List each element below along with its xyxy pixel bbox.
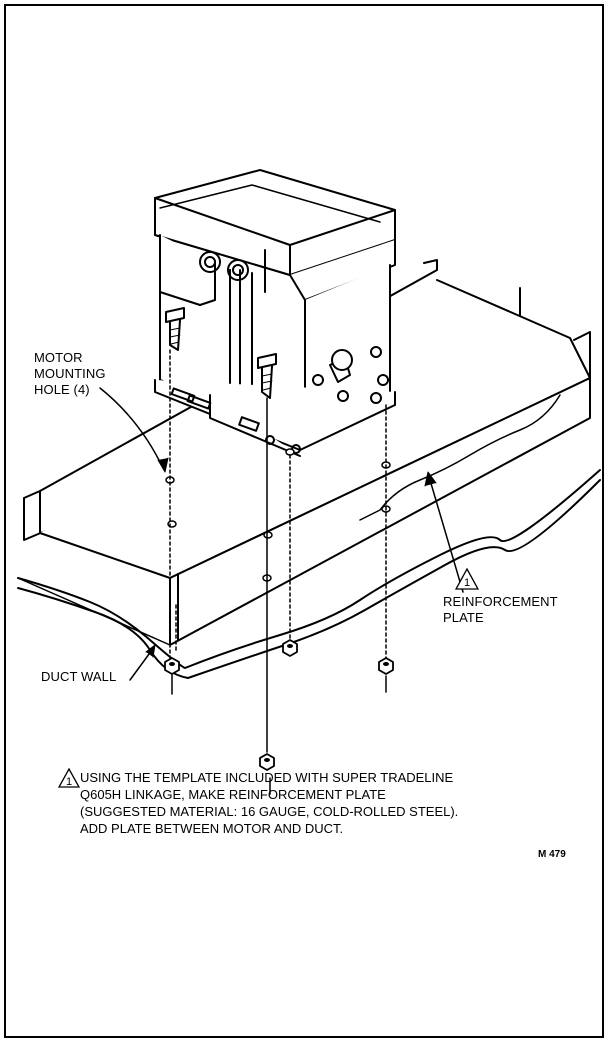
motor-mounting-hole-label: MOTOR MOUNTING HOLE (4) xyxy=(34,350,106,398)
reference-triangle-marker: 1 xyxy=(455,568,479,590)
note-line-4: ADD PLATE BETWEEN MOTOR AND DUCT. xyxy=(80,821,344,836)
duct-wall-leader xyxy=(129,649,153,681)
note-line-3: (SUGGESTED MATERIAL: 16 GAUGE, COLD-ROLL… xyxy=(80,804,459,819)
reinforcement-leader xyxy=(429,479,464,593)
nut xyxy=(164,639,394,771)
reference-marker-number: 1 xyxy=(464,577,470,589)
reinforcement-label-line-1: REINFORCEMENT xyxy=(443,594,558,609)
reinforcement-label-line-2: PLATE xyxy=(443,610,484,625)
note-triangle-marker: 1 xyxy=(58,768,80,788)
note-line-2: Q605H LINKAGE, MAKE REINFORCEMENT PLATE xyxy=(80,787,386,802)
duct-wall-label: DUCT WALL xyxy=(41,669,117,684)
figure-frame xyxy=(4,4,604,1038)
note-text: USING THE TEMPLATE INCLUDED WITH SUPER T… xyxy=(80,769,458,837)
motor-body xyxy=(154,169,396,457)
note-line-1: USING THE TEMPLATE INCLUDED WITH SUPER T… xyxy=(80,770,454,785)
motor-hole-leader xyxy=(99,387,164,469)
motor-label-line-3: HOLE (4) xyxy=(34,382,90,397)
motor-label-line-2: MOUNTING xyxy=(34,366,106,381)
screw-left xyxy=(165,307,185,351)
screw-right xyxy=(257,353,277,399)
note-marker-number: 1 xyxy=(66,776,72,788)
duct-wall-top xyxy=(17,577,171,646)
motor-label-line-1: MOTOR xyxy=(34,350,83,365)
reinforcement-plate-label: REINFORCEMENT PLATE xyxy=(443,594,558,626)
figure-id: M 479 xyxy=(538,849,566,860)
